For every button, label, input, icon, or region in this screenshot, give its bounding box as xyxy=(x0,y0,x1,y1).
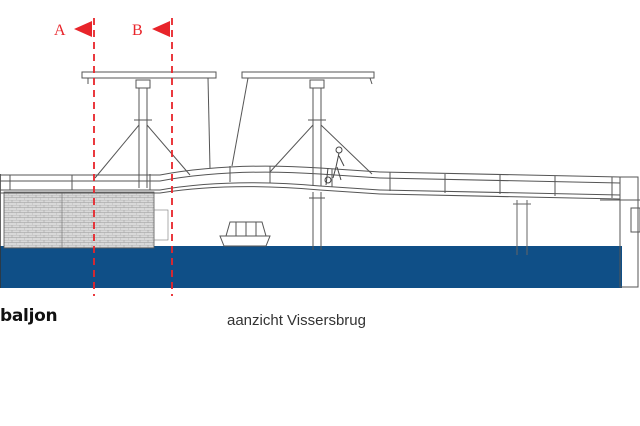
bridge-deck xyxy=(0,165,640,288)
section-a-arrow xyxy=(74,21,92,37)
section-a-label: A xyxy=(54,22,66,39)
drawing-caption: aanzicht Vissersbrug xyxy=(227,312,366,329)
left-lift-tower xyxy=(81,71,217,188)
bridge-pier xyxy=(513,200,531,255)
section-b-arrow xyxy=(152,21,170,37)
section-line-b: B xyxy=(132,18,173,296)
section-b-label: B xyxy=(132,22,143,39)
water xyxy=(0,246,622,288)
left-quay-wall xyxy=(0,174,169,288)
right-lift-tower xyxy=(231,71,375,250)
boat xyxy=(219,221,271,247)
company-logo: baljon xyxy=(0,306,58,326)
pedestrian-figure xyxy=(324,146,345,186)
section-line-a: A xyxy=(54,18,95,296)
